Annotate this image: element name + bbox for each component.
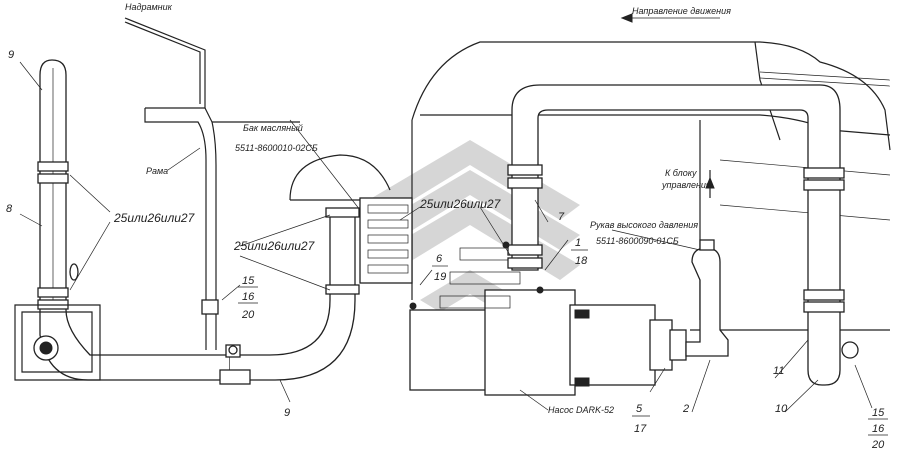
direction-arrow-icon (620, 13, 633, 23)
callout-16b: 16 (872, 423, 885, 435)
label-tank-code: 5511-8600010-02СБ (235, 143, 318, 153)
callout-16a: 16 (242, 291, 255, 303)
callout-17: 17 (634, 423, 647, 435)
callout-7: 7 (558, 211, 565, 223)
label-nadramnik: Надрамник (125, 2, 173, 12)
label-pump: Насос DARK-52 (548, 405, 614, 415)
callout-5: 5 (636, 403, 643, 415)
leader-lines (19, 17, 873, 413)
callout-20a: 20 (241, 309, 255, 321)
label-hose-code: 5511-8600090-01СБ (596, 236, 679, 246)
callout-20b: 20 (871, 439, 885, 451)
callout-11: 11 (773, 365, 784, 377)
label-clamp-tank: 25или26или27 (419, 197, 502, 211)
label-to-control-2: управления (661, 180, 711, 190)
callout-15b: 15 (872, 407, 885, 419)
callout-10: 10 (775, 403, 788, 415)
label-rama: Рама (146, 166, 168, 176)
callout-8: 8 (6, 203, 13, 215)
label-to-control-1: К блоку (665, 168, 697, 178)
callout-6: 6 (436, 253, 443, 265)
frame-lines (124, 17, 300, 350)
label-clamp-left: 25или26или27 (113, 211, 196, 225)
callout-2: 2 (682, 403, 689, 415)
callout-15a: 15 (242, 275, 255, 287)
label-tank: Бак масляный (243, 123, 303, 133)
label-clamp-middle: 25или26или27 (233, 239, 316, 253)
left-suction-pipe (14, 59, 360, 385)
label-hose: Рукав высокого давления (590, 220, 698, 230)
callout-18: 18 (575, 255, 588, 267)
callout-9: 9 (8, 49, 14, 61)
callout-19: 19 (434, 271, 446, 283)
label-direction: Направление движения (632, 6, 731, 16)
callout-9b: 9 (284, 407, 290, 419)
oil-tank (289, 154, 413, 284)
callouts: 9 8 9 15 16 20 6 19 7 1 18 5 17 2 11 10 … (6, 49, 888, 451)
pump-dark-52 (409, 247, 687, 396)
high-pressure-hose (685, 170, 729, 357)
pressure-pipe-7 (502, 84, 859, 386)
callout-1: 1 (575, 237, 581, 249)
